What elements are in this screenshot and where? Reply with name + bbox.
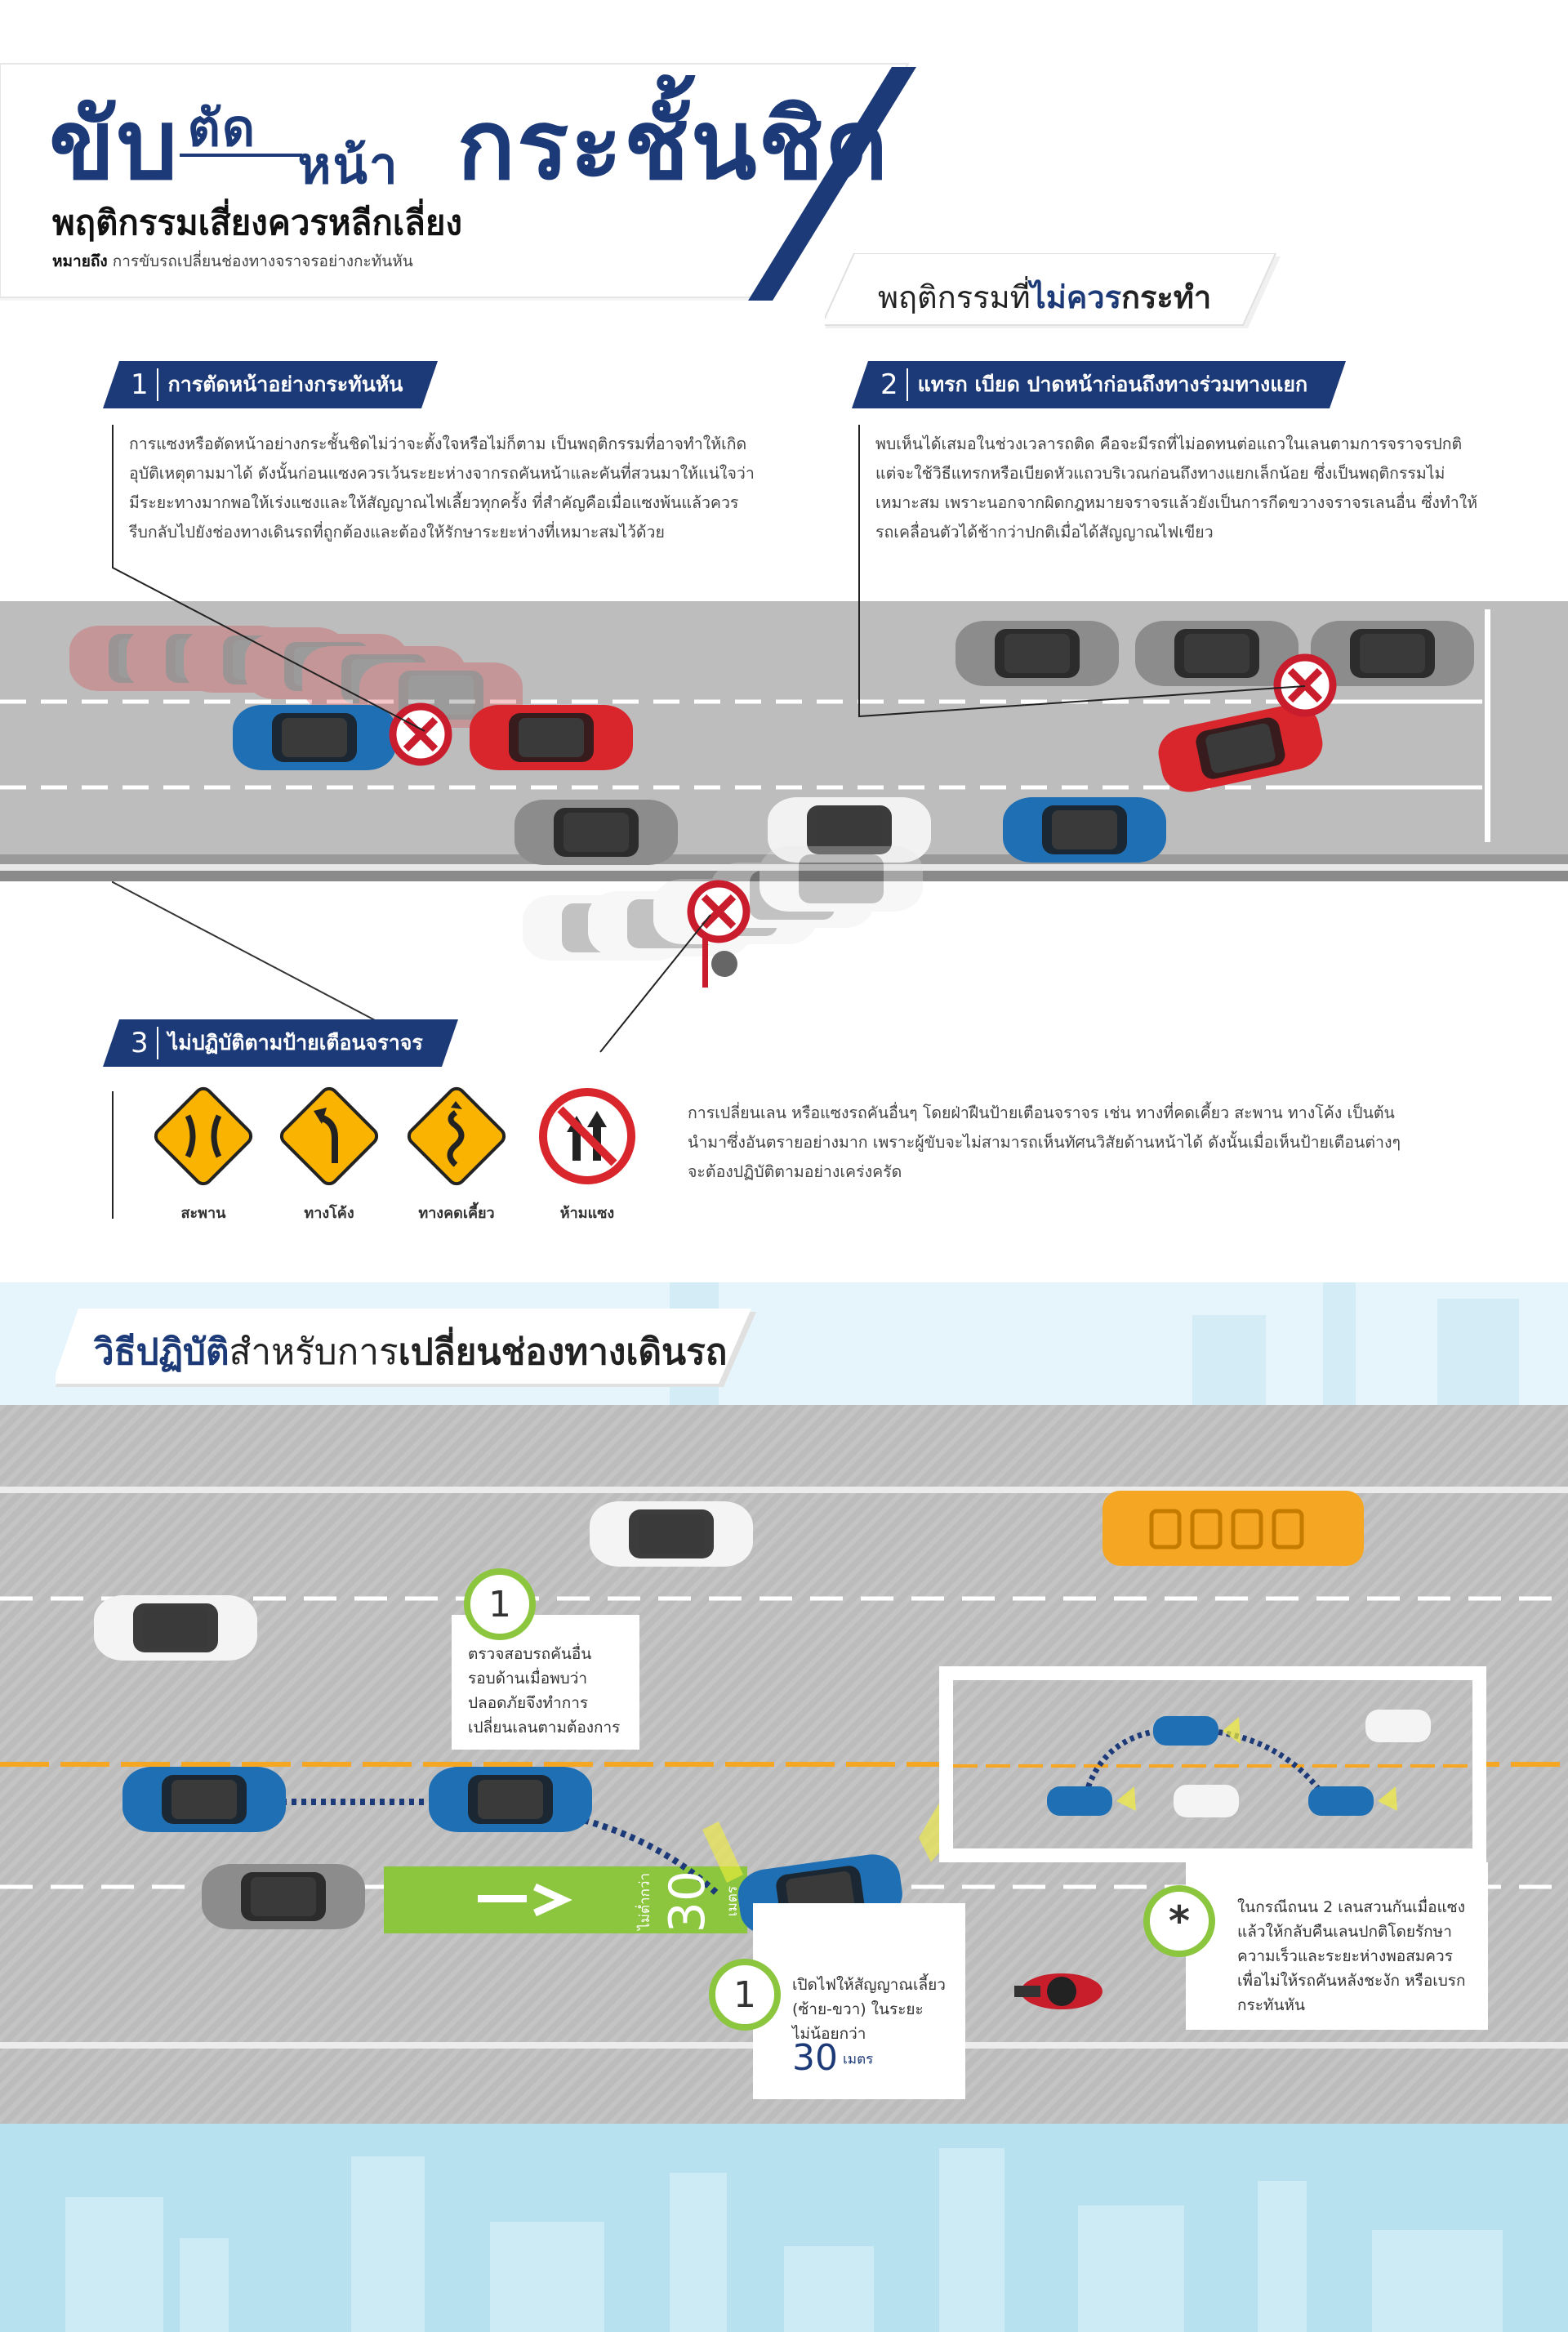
howto-part-3: เปลี่ยนช่องทางเดินรถ (398, 1331, 728, 1373)
step-signal-badge: 1 (709, 1959, 781, 2031)
step-check-line: ปลอดภัยจึงทำการ (468, 1694, 589, 1712)
step-signal-value: 30 (792, 2037, 838, 2079)
section-2-tag-bg (852, 361, 1346, 408)
dont-heading: พฤติกรรมที่ไม่ควรกระทำ (878, 272, 1211, 322)
x-marker (1273, 653, 1337, 717)
section-1-line: รีบกลับไปยังช่องทางเดินรถที่ถูกต้องและต้… (129, 523, 665, 542)
sign-caption: สะพาน (180, 1205, 226, 1222)
title-part-2: ตัด (187, 98, 257, 158)
header-banner (0, 63, 916, 301)
title-part-1: ขับ (49, 88, 180, 201)
page-title: ขับ ตัด หน้า กระชั้นชิด (49, 96, 889, 193)
step-check-badge: 1 (464, 1568, 536, 1640)
distance-marker: ไม่ต่ำกว่า 30 เมตร (634, 1868, 748, 1935)
curve-sign-icon (279, 1086, 379, 1186)
title-part-4: กระชั้นชิด (457, 88, 890, 201)
dont-part-1: พฤติกรรมที่ (878, 279, 1031, 315)
bridge-sign-icon (154, 1086, 253, 1186)
sign-caption: ทางคดเคี้ยว (418, 1205, 495, 1222)
section-1-tag: 1 การตัดหน้าอย่างกระทันหัน (131, 361, 403, 408)
howto-title-bg (56, 1309, 756, 1387)
note-box (1186, 1862, 1488, 2030)
note-line: เพื่อไม่ให้รถคันหลังชะงัก หรือเบรก (1237, 1972, 1466, 1990)
step-signal-box (753, 1903, 965, 2099)
section-3-line: นำมาซึ่งอันตรายอย่างมาก เพราะผู้ขับจะไม่… (688, 1133, 1401, 1152)
howto-title: วิธีปฏิบัติสำหรับการเปลี่ยนช่องทางเดินรถ (94, 1323, 727, 1380)
step-signal-line: เปิดไฟให้สัญญาณเลี้ยว (792, 1976, 946, 1994)
section-3-line: จะต้องปฏิบัติตามอย่างเคร่งครัด (688, 1162, 902, 1181)
section-2-text: พบเห็นได้เสมอในช่วงเวลารถติด คือจะมีรถที… (875, 430, 1545, 547)
step-signal-unit: เมตร (843, 2051, 874, 2068)
sign-caption: ห้ามแซง (559, 1205, 615, 1222)
no-overtaking-sign-icon (539, 1088, 635, 1184)
page-subtitle: พฤติกรรมเสี่ยงควรหลีกเลี่ยง (52, 203, 463, 243)
dont-part-3: กระทำ (1121, 279, 1212, 315)
step-check-text: ตรวจสอบรถคันอื่น รอบด้านเมื่อพบว่า ปลอดภ… (468, 1642, 620, 1740)
howto-part-1: วิธีปฏิบัติ (94, 1331, 229, 1373)
step-signal-text: เปิดไฟให้สัญญาณเลี้ยว (ซ้าย-ขวา) ในระยะ … (792, 1973, 946, 2077)
howto-part-2: สำหรับการ (229, 1331, 399, 1373)
dont-part-2: ไม่ควร (1030, 279, 1121, 315)
leader-lines (112, 425, 1306, 1219)
section-2-num: 2 (880, 368, 908, 401)
winding-road-sign-icon (407, 1086, 506, 1186)
section-1-num: 1 (131, 368, 158, 401)
step-signal-line: (ซ้าย-ขวา) ในระยะ (792, 2000, 924, 2018)
note-line: กระทันหัน (1237, 1996, 1305, 2014)
distance-value: 30 (659, 1870, 716, 1933)
section-1-line: มีระยะทางมากพอให้เร่งแซงและให้สัญญาณไฟเล… (129, 493, 739, 512)
x-marker (687, 880, 751, 943)
title-cut-line (179, 154, 302, 157)
step-check-line: ตรวจสอบรถคันอื่น (468, 1645, 592, 1663)
section-3-line: การเปลี่ยนเลน หรือแซงรถคันอื่นๆ โดยฝ่าฝื… (688, 1104, 1395, 1122)
section-2-line: รถเคลื่อนตัวได้ช้ากว่าปกติเมื่อได้สัญญาณ… (875, 523, 1214, 542)
step-check-box (452, 1615, 639, 1750)
section-2-line: พบเห็นได้เสมอในช่วงเวลารถติด คือจะมีรถที… (875, 435, 1463, 453)
title-part-3: หน้า (297, 136, 399, 195)
section-1-line: การแซงหรือตัดหน้าอย่างกระชั้นชิดไม่ว่าจะ… (129, 435, 747, 453)
distance-unit: เมตร (724, 1886, 741, 1917)
section-3-num: 3 (131, 1027, 158, 1059)
section-2-title: แทรก เบียด ปาดหน้าก่อนถึงทางร่วมทางแยก (917, 372, 1308, 396)
step-signal-line: ไม่น้อยกว่า (792, 2025, 866, 2043)
meaning-text: การขับรถเปลี่ยนช่องทางจราจรอย่างกะทันหัน (112, 252, 413, 270)
section-3-tag-bg (103, 1019, 458, 1067)
note-text: ในกรณีถนน 2 เลนสวนกันเมื่อแซง แล้วให้กลั… (1237, 1895, 1482, 2018)
note-line: ความเร็วและระยะห่างพอสมควร (1237, 1947, 1453, 1965)
inset-diagram (953, 1680, 1472, 1848)
note-line: แล้วให้กลับคืนเลนปกติโดยรักษา (1237, 1923, 1452, 1941)
meaning-line: หมายถึง การขับรถเปลี่ยนช่องทางจราจรอย่าง… (52, 249, 413, 274)
section-3-title: ไม่ปฏิบัติตามป้ายเตือนจราจร (167, 1031, 423, 1055)
dont-box (825, 253, 1281, 328)
distance-prefix: ไม่ต่ำกว่า (637, 1873, 653, 1930)
note-line: ในกรณีถนน 2 เลนสวนกันเมื่อแซง (1237, 1898, 1465, 1916)
footer-city-band (0, 2124, 1568, 2332)
note-badge: * (1143, 1885, 1215, 1957)
section-1-line: อุบัติเหตุตามมาได้ ดังนั้นก่อนแซงควรเว้น… (129, 464, 755, 483)
section-2-line: เหมาะสม เพราะนอกจากผิดกฎหมายจราจรแล้วยัง… (875, 493, 1478, 512)
section-1-tag-bg (103, 361, 438, 408)
section-2-tag: 2 แทรก เบียด ปาดหน้าก่อนถึงทางร่วมทางแยก (880, 361, 1307, 408)
meaning-label: หมายถึง (52, 252, 108, 270)
section-2-line: แต่จะใช้วิธีแทรกหรือเบียดหัวแถวบริเวณก่อ… (875, 464, 1446, 483)
step-check-line: รอบด้านเมื่อพบว่า (468, 1670, 588, 1688)
step-signal-distance: 30 เมตร (792, 2040, 946, 2077)
section-1-text: การแซงหรือตัดหน้าอย่างกระชั้นชิดไม่ว่าจะ… (129, 430, 782, 547)
section-3-tag: 3 ไม่ปฏิบัติตามป้ายเตือนจราจร (131, 1019, 423, 1067)
section-1-title: การตัดหน้าอย่างกระทันหัน (167, 372, 403, 396)
step-check-line: เปลี่ยนเลนตามต้องการ (468, 1719, 621, 1737)
sign-caption: ทางโค้ง (304, 1205, 354, 1222)
section-3-text: การเปลี่ยนเลน หรือแซงรถคันอื่นๆ โดยฝ่าฝื… (688, 1099, 1504, 1187)
road-scene-top (0, 601, 1568, 988)
